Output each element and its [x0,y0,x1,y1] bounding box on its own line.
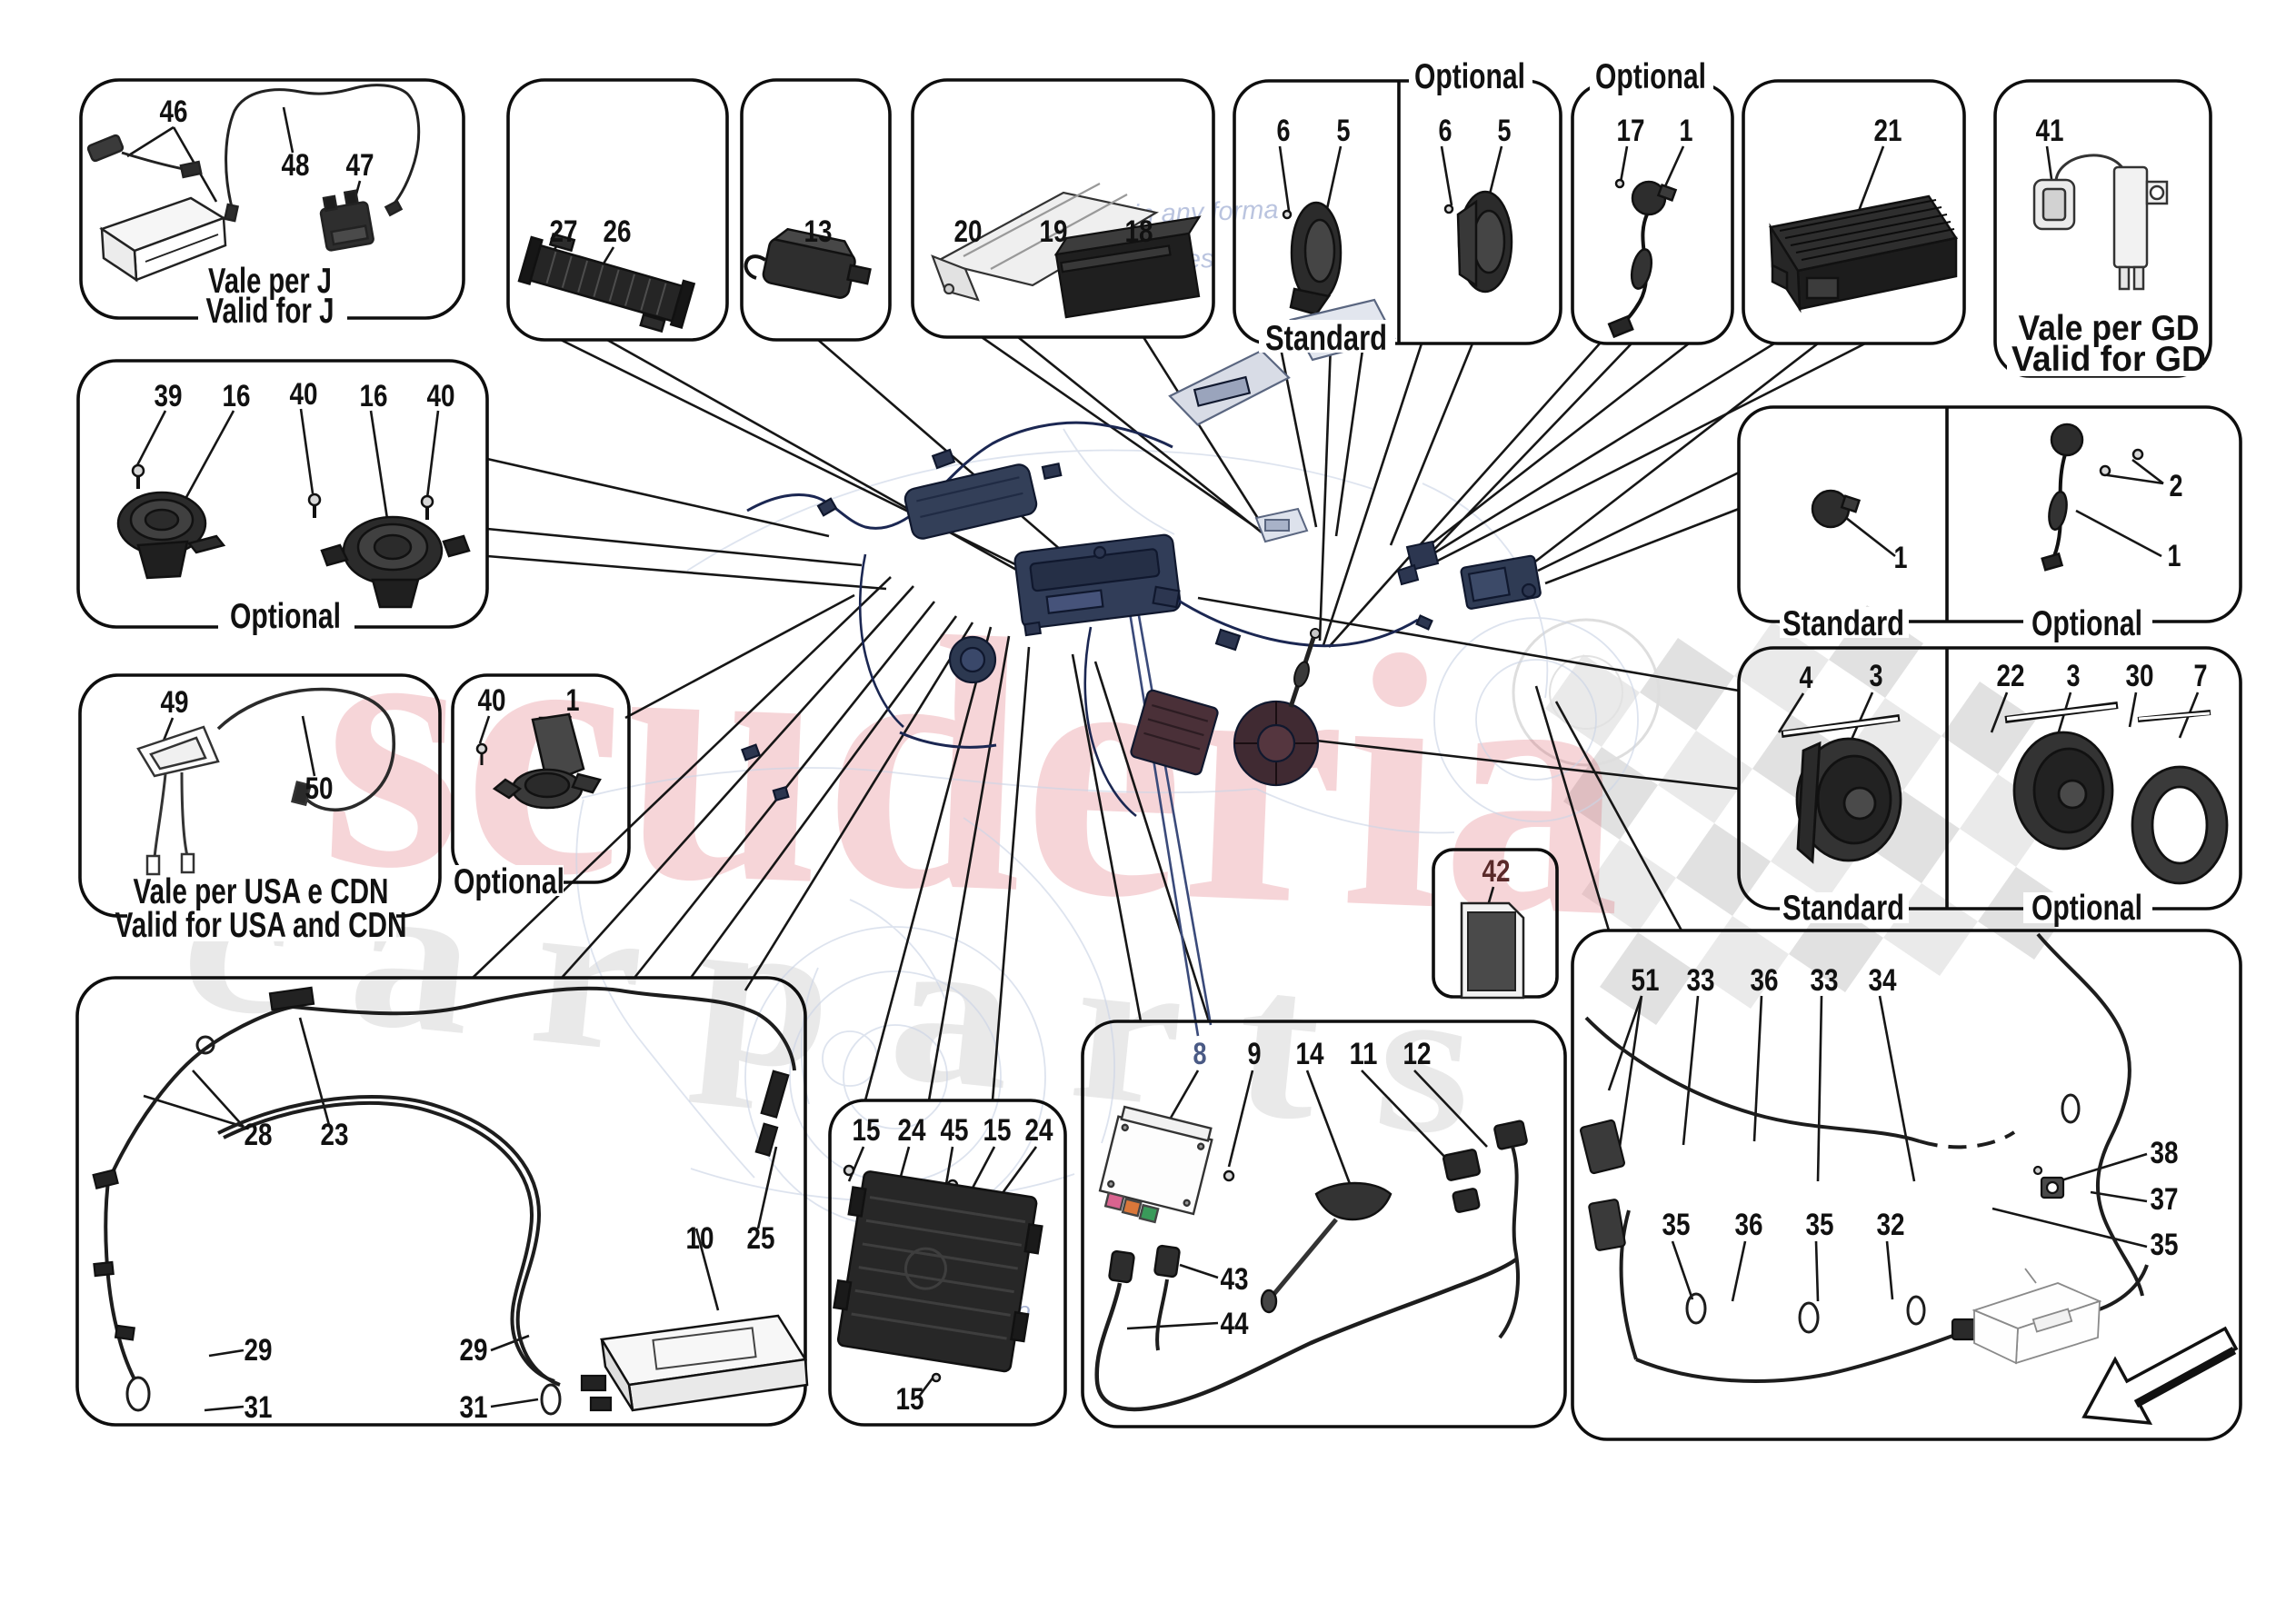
svg-text:1: 1 [2168,539,2181,573]
svg-text:44: 44 [1221,1307,1249,1341]
svg-text:22: 22 [1997,659,2025,693]
svg-text:16: 16 [223,379,251,413]
svg-text:38: 38 [2151,1136,2179,1170]
svg-text:35: 35 [1806,1208,1834,1242]
svg-text:35: 35 [1662,1208,1691,1242]
svg-text:39: 39 [155,379,183,413]
svg-text:Optional: Optional [2031,889,2142,928]
svg-text:12: 12 [1403,1037,1432,1071]
svg-text:51: 51 [1632,963,1660,998]
svg-text:5: 5 [1337,114,1351,148]
svg-text:19: 19 [1040,214,1068,249]
svg-text:15: 15 [853,1113,881,1148]
svg-text:Valid for J: Valid for J [206,292,334,331]
svg-text:37: 37 [2151,1182,2179,1217]
svg-text:27: 27 [550,214,578,249]
svg-text:3: 3 [1870,659,1883,693]
svg-text:40: 40 [427,379,455,413]
svg-text:10: 10 [686,1221,714,1256]
svg-text:30: 30 [2126,659,2154,693]
svg-text:Vale per USA e CDN: Vale per USA e CDN [134,872,389,911]
svg-text:24: 24 [1025,1113,1053,1148]
svg-text:47: 47 [346,148,374,183]
svg-text:3: 3 [2067,659,2081,693]
svg-text:17: 17 [1617,114,1645,148]
svg-text:1: 1 [566,683,580,718]
svg-text:42: 42 [1482,854,1511,889]
svg-text:4: 4 [1800,661,1813,695]
svg-text:33: 33 [1687,963,1715,998]
svg-text:6: 6 [1277,114,1291,148]
svg-text:15: 15 [983,1113,1012,1148]
svg-text:Standard: Standard [1782,889,1904,928]
svg-text:Vale per GD: Vale per GD [2019,309,2200,348]
svg-text:Vale per J: Vale per J [208,262,332,301]
svg-text:20: 20 [954,214,983,249]
svg-text:46: 46 [160,95,188,129]
svg-text:43: 43 [1221,1262,1249,1297]
svg-text:21: 21 [1874,114,1902,148]
svg-text:40: 40 [478,683,506,718]
svg-text:18: 18 [1125,214,1153,249]
svg-text:41: 41 [2036,114,2064,148]
svg-text:14: 14 [1296,1037,1324,1071]
svg-text:13: 13 [804,214,833,249]
svg-text:36: 36 [1735,1208,1763,1242]
svg-text:23: 23 [321,1118,349,1152]
svg-text:24: 24 [898,1113,926,1148]
svg-text:36: 36 [1751,963,1779,998]
svg-text:40: 40 [290,377,318,412]
svg-text:35: 35 [2151,1228,2179,1262]
svg-text:25: 25 [747,1221,775,1256]
svg-text:Optional: Optional [1595,57,1706,96]
svg-text:16: 16 [360,379,388,413]
svg-text:7: 7 [2194,659,2208,693]
svg-text:29: 29 [245,1333,273,1368]
svg-text:9: 9 [1248,1037,1262,1071]
svg-text:48: 48 [282,148,310,183]
svg-text:6: 6 [1439,114,1452,148]
svg-text:31: 31 [245,1390,273,1425]
svg-text:15: 15 [896,1382,924,1417]
svg-text:Optional: Optional [454,862,564,901]
svg-text:Valid for GD: Valid for GD [2011,340,2206,379]
svg-text:28: 28 [245,1118,273,1152]
svg-text:8: 8 [1193,1037,1207,1071]
svg-text:34: 34 [1869,963,1897,998]
svg-text:Standard: Standard [1265,319,1387,358]
svg-text:11: 11 [1350,1037,1378,1071]
svg-text:33: 33 [1811,963,1839,998]
svg-text:45: 45 [941,1113,969,1148]
svg-text:Optional: Optional [1414,57,1525,96]
svg-text:31: 31 [460,1390,488,1425]
svg-text:Optional: Optional [230,597,341,636]
svg-text:Optional: Optional [2031,604,2142,643]
svg-text:49: 49 [161,685,189,720]
svg-text:Valid for USA and CDN: Valid for USA and CDN [115,906,407,945]
svg-text:1: 1 [1680,114,1693,148]
svg-text:50: 50 [305,771,334,806]
svg-text:5: 5 [1498,114,1512,148]
svg-text:Standard: Standard [1782,604,1904,643]
svg-text:32: 32 [1877,1208,1905,1242]
svg-text:1: 1 [1894,541,1908,575]
svg-text:29: 29 [460,1333,488,1368]
svg-text:26: 26 [604,214,632,249]
svg-text:2: 2 [2170,469,2183,503]
